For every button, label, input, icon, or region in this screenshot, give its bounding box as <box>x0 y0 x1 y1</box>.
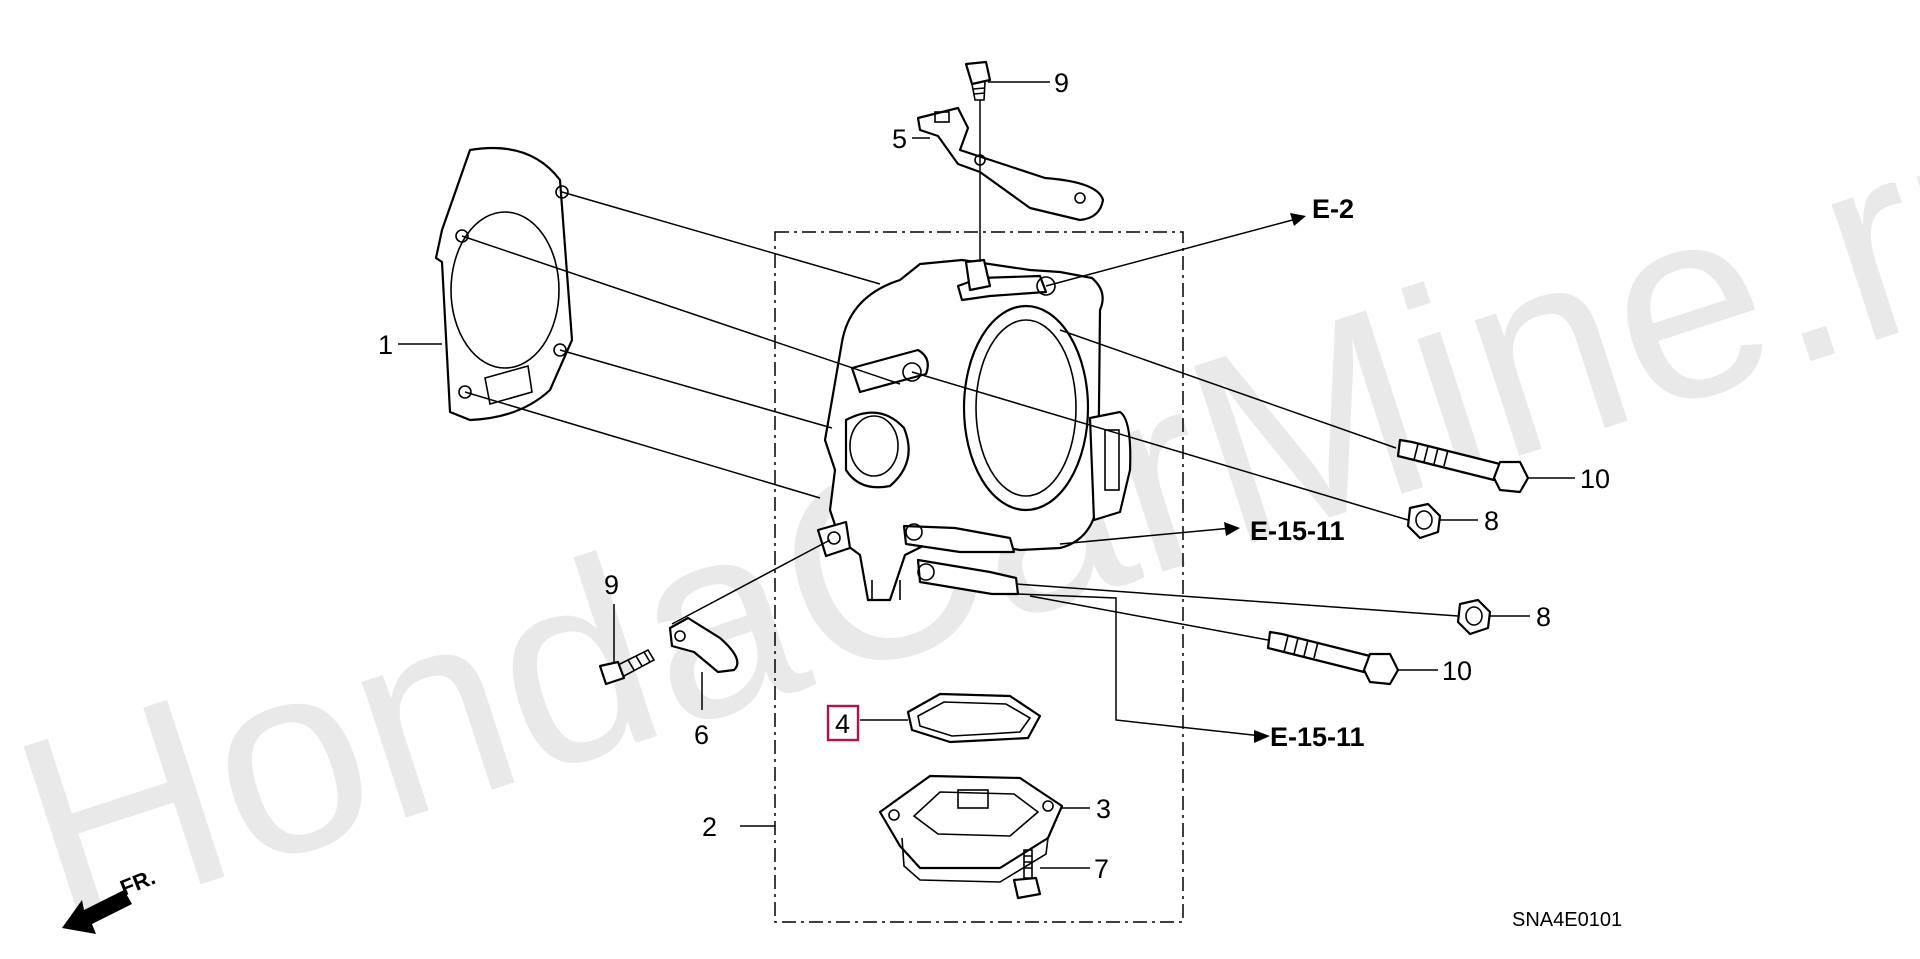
callout-10-lower[interactable]: 10 <box>1442 656 1472 686</box>
callout-6[interactable]: 6 <box>694 720 709 750</box>
callout-8-upper[interactable]: 8 <box>1484 506 1499 536</box>
throttle-body-2[interactable] <box>816 258 1132 602</box>
screw-7[interactable] <box>1012 849 1042 900</box>
ref-e1511-upper[interactable]: E-15-11 <box>1250 516 1345 546</box>
bolt-9-lower[interactable] <box>598 648 656 686</box>
callout-10-upper[interactable]: 10 <box>1580 464 1610 494</box>
leader-lines <box>398 81 1575 869</box>
callout-7[interactable]: 7 <box>1094 854 1109 884</box>
callout-1[interactable]: 1 <box>378 330 393 360</box>
callout-4[interactable]: 4 <box>835 709 850 739</box>
diagram-code: SNA4E0101 <box>1512 909 1622 931</box>
assembly-2-box <box>774 231 1184 923</box>
nut-8-upper[interactable] <box>1406 502 1442 540</box>
bracket-5[interactable] <box>916 106 1105 222</box>
callout-2[interactable]: 2 <box>702 812 717 842</box>
callout-5[interactable]: 5 <box>892 124 907 154</box>
gasket-4[interactable] <box>906 692 1042 744</box>
callout-9-lower[interactable]: 9 <box>604 570 619 600</box>
arrow-e2 <box>1290 213 1306 226</box>
callout-4-highlight <box>826 704 860 742</box>
arrow-e1511b <box>1254 730 1270 743</box>
bracket-6[interactable] <box>668 616 739 674</box>
bolt-10-upper[interactable] <box>1396 438 1530 494</box>
cover-3[interactable] <box>878 774 1064 883</box>
callout-9-top[interactable]: 9 <box>1054 68 1069 98</box>
bolt-9-top[interactable] <box>964 60 992 101</box>
ref-e2[interactable]: E-2 <box>1312 194 1354 224</box>
arrow-e1511a <box>1224 522 1240 536</box>
callout-3[interactable]: 3 <box>1096 794 1111 824</box>
ref-e1511-lower[interactable]: E-15-11 <box>1270 722 1365 752</box>
nut-8-lower[interactable] <box>1456 598 1492 636</box>
gasket-1[interactable] <box>434 146 574 422</box>
callout-8-lower[interactable]: 8 <box>1536 602 1551 632</box>
bolt-10-lower[interactable] <box>1266 630 1400 686</box>
